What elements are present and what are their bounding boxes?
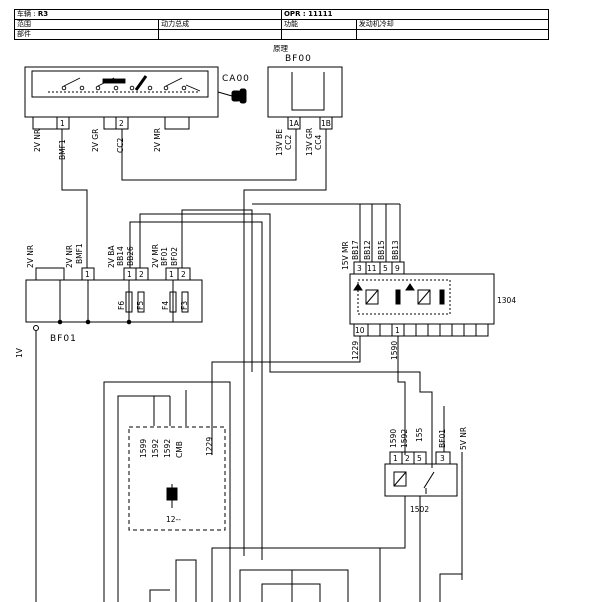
bf01-wire-7: 2V MR	[151, 244, 160, 268]
r1502-wire-3: 155	[415, 427, 424, 442]
bf01-wire-3: BMF1	[75, 243, 84, 264]
bf01-left-label: 1V	[15, 347, 24, 358]
c12-label: 12--	[166, 515, 181, 524]
bf01-wire-4: 2V BA	[107, 245, 116, 268]
r1304-wire-3: BB12	[363, 240, 372, 260]
c12-wire-1: 1599	[139, 439, 148, 458]
r1304-wire-4: BB15	[377, 240, 386, 260]
component-relay-1304: 3 11 5 9 1304 10 1	[349, 261, 516, 337]
ca00-wire-4: CC2	[116, 138, 125, 153]
bf01-pin-a: 1	[85, 270, 90, 279]
r1502-pin-1: 1	[393, 454, 398, 463]
fuse-f5: F5	[136, 301, 145, 310]
ca00-pin-2: 2	[119, 119, 124, 128]
r1502-wire-4: BF01	[438, 429, 447, 448]
bf01-wire-8: BF01	[160, 247, 169, 266]
ca00-wire-3: 2V GR	[91, 129, 100, 152]
c12-wire-3: 1592	[163, 439, 172, 458]
bf00-wire-3: 13V GR	[305, 128, 314, 156]
component-bf01: 1 1 2 1 2 F6 F5 F4 F3 BF01	[25, 267, 203, 344]
c12-wire-5: 1229	[205, 437, 214, 456]
r1304-wire-1590: 1590	[390, 341, 399, 360]
r1304-wire-1: 15V MR	[341, 241, 350, 270]
r1502-pin-2: 2	[405, 454, 410, 463]
r1304-pin-10: 10	[355, 326, 365, 335]
bf01-wire-2: 2V NR	[65, 245, 74, 268]
r1304-wire-2: BB17	[351, 240, 360, 260]
bf00-pin-1b: 1B	[321, 119, 331, 128]
bf01-wire-5: BB14	[116, 246, 125, 266]
bf01-wire-6: BB26	[126, 246, 135, 266]
c12-wire-4: CMB	[175, 441, 184, 458]
fuse-f3: F3	[180, 301, 189, 310]
fuse-f4: F4	[161, 301, 170, 310]
r1304-pin-5: 5	[383, 264, 388, 273]
header-part-label: 部件	[13, 29, 160, 40]
bf01-wire-1: 2V NR	[26, 245, 35, 268]
principle-label: 原理	[273, 44, 288, 53]
r1304-pin-1: 1	[395, 326, 400, 335]
ca00-wire-1: 2V NR	[33, 129, 42, 152]
bf00-label: BF00	[285, 54, 312, 64]
bf01-pin-e: 2	[181, 270, 186, 279]
bf01-wire-9: BF02	[170, 247, 179, 266]
fuse-f6: F6	[117, 301, 126, 310]
component-12: 12--	[128, 426, 226, 531]
bf01-label: BF01	[50, 334, 77, 344]
r1304-wire-1229: 1229	[351, 341, 360, 360]
ca00-label: CA00	[222, 74, 250, 84]
r1502-pin-3: 3	[440, 454, 445, 463]
bf00-wire-4: CC4	[314, 135, 323, 150]
r1304-pin-3: 3	[357, 264, 362, 273]
ca00-pin-1: 1	[60, 119, 65, 128]
r1304-wire-5: BB13	[391, 240, 400, 260]
r1502-pin-5: 5	[417, 454, 422, 463]
header-table: 车辆 : R3 OPR : 11111 范围 动力总成 功能 发动机冷却 部件	[13, 9, 550, 40]
r1502-wire-2: 1592	[400, 429, 409, 448]
r1304-pin-9: 9	[395, 264, 400, 273]
bf01-pin-b: 1	[127, 270, 132, 279]
r1304-pin-11: 11	[367, 264, 377, 273]
ca00-wire-5: 2V MR	[153, 128, 162, 152]
r1502-wire-1: 1590	[389, 429, 398, 448]
bf01-pin-c: 2	[139, 270, 144, 279]
component-bf00: BF00 1A 1B	[267, 54, 343, 130]
bf00-wire-2: CC2	[284, 135, 293, 150]
bf01-pin-d: 1	[169, 270, 174, 279]
r1304-label: 1304	[497, 296, 516, 305]
bf00-wire-1: 13V BE	[275, 129, 284, 156]
component-relay-1502: 1 2 5 3 1502	[384, 451, 458, 514]
r1502-wire-5: 5V NR	[459, 427, 468, 450]
component-ca00: CA00 1 2	[24, 66, 250, 130]
bf00-pin-1a: 1A	[289, 119, 300, 128]
c12-wire-2: 1592	[151, 439, 160, 458]
